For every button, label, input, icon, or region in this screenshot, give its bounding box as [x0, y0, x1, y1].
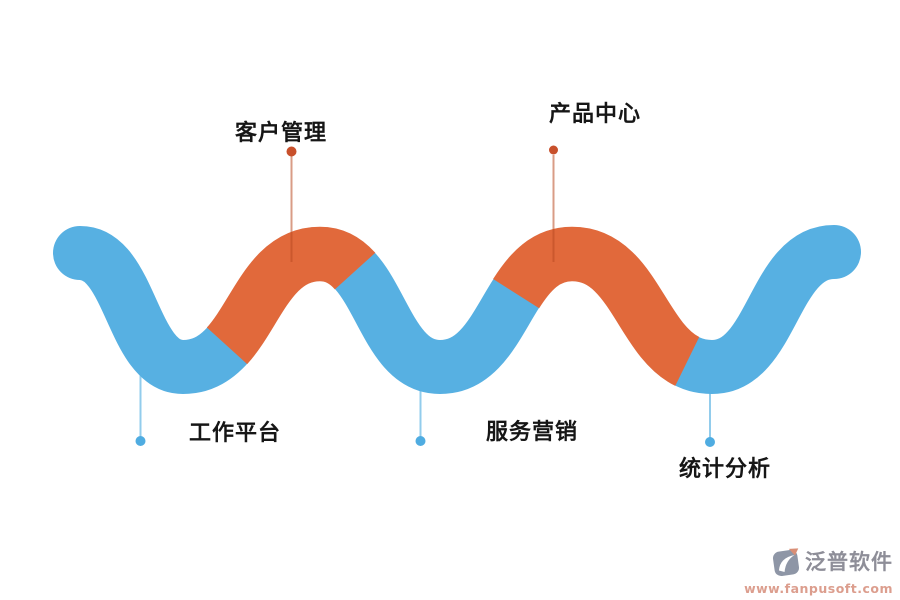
- watermark: 泛普软件 www.fanpusoft.com: [744, 546, 893, 596]
- node-label-product-center: 产品中心: [548, 102, 642, 127]
- watermark-brand: 泛普软件: [805, 550, 893, 574]
- fanpu-logo-icon: [772, 547, 800, 576]
- node-dot-statistics-analysis: [705, 437, 715, 447]
- node-label-customer-management: 客户管理: [234, 121, 328, 146]
- node-dot-product-center: [549, 145, 558, 155]
- node-label-work-platform: 工作平台: [188, 421, 282, 446]
- node-label-statistics-analysis: 统计分析: [678, 457, 772, 482]
- wave-path: [53, 225, 861, 395]
- watermark-url: www.fanpusoft.com: [744, 580, 893, 596]
- node-dot-work-platform: [135, 436, 146, 446]
- node-dot-service-marketing: [415, 436, 426, 446]
- node-dot-customer-management: [286, 146, 297, 157]
- node-label-service-marketing: 服务营销: [485, 420, 579, 445]
